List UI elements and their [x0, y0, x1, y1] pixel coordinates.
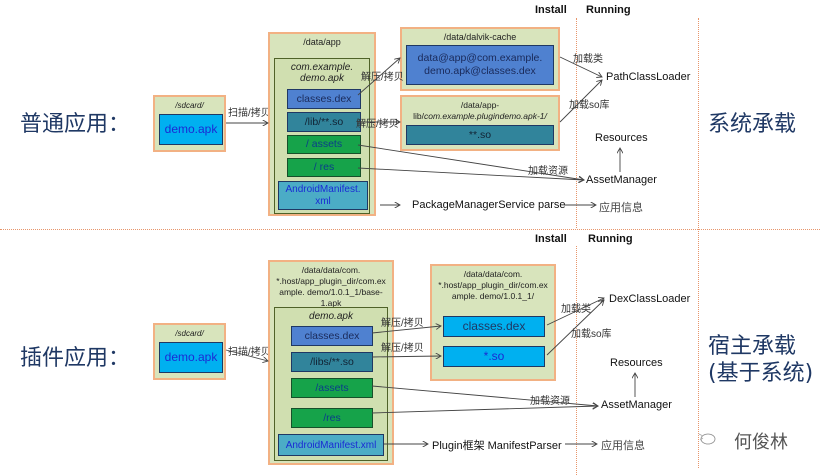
lib-so[interactable]: /lib/**.so [287, 112, 361, 132]
app-info-node[interactable]: 应用信息 [599, 202, 643, 214]
extract-dir-box: /data/data/com. *.host/app_plugin_dir/co… [430, 264, 556, 381]
load-class-label: 加载类 [573, 54, 603, 65]
plugin-arrow-assets-to-am [371, 385, 598, 406]
package-manager-parse[interactable]: PackageManagerService parse [412, 199, 566, 211]
arrow-applib-to-loader [559, 80, 602, 123]
plugin-res-folder[interactable]: /res [291, 408, 373, 428]
load-so-label: 加载so库 [569, 100, 610, 111]
wechat-icon [697, 430, 717, 446]
plugin-apk-caption: demo.apk [309, 311, 353, 322]
app-lib-so[interactable]: **.so [406, 125, 554, 145]
plugin-unzip-copy-label-2: 解压/拷贝 [381, 343, 424, 354]
dalvik-cache-box: /data/dalvik-cache data@app@com.example.… [400, 27, 560, 91]
assets-folder[interactable]: / assets [287, 135, 361, 154]
extract-dir-caption: /data/data/com. *.host/app_plugin_dir/co… [438, 269, 548, 301]
plugin-classes-dex[interactable]: classes.dex [291, 326, 373, 346]
plugin-sdcard-caption: /sdcard/ [175, 329, 204, 338]
classes-dex[interactable]: classes.dex [287, 89, 361, 109]
plugin-arrow-scan-copy [225, 349, 268, 361]
apk-container: com.example. demo.apk classes.dex /lib/*… [274, 58, 370, 214]
android-manifest[interactable]: AndroidManifest. xml [278, 181, 368, 210]
system-column-divider [698, 18, 699, 468]
arrow-res-to-am [357, 167, 584, 180]
arrow-assets-to-am [357, 144, 584, 180]
plugin-resources-node[interactable]: Resources [610, 357, 663, 369]
extracted-classes-dex[interactable]: classes.dex [443, 316, 545, 337]
sdcard-demo-apk[interactable]: demo.apk [159, 114, 223, 145]
dex-class-loader[interactable]: DexClassLoader [609, 293, 691, 305]
plugin-dir-caption: /data/data/com. *.host/app_plugin_dir/co… [276, 265, 386, 308]
running-header: Running [586, 4, 631, 16]
section-divider [0, 229, 820, 230]
scan-copy-label: 扫描/拷贝 [228, 108, 271, 119]
extracted-so[interactable]: *.so [443, 346, 545, 367]
plugin-asset-manager-node[interactable]: AssetManager [601, 399, 672, 411]
plugin-load-so-label: 加载so库 [571, 329, 612, 340]
plugin-scan-copy-label: 扫描/拷贝 [228, 347, 271, 358]
plugin-libs-so[interactable]: /libs/**.so [291, 352, 373, 372]
plugin-android-manifest[interactable]: AndroidManifest.xml [278, 434, 384, 456]
plugin-sdcard-demo-apk[interactable]: demo.apk [159, 342, 223, 373]
plugin-manifest-parser[interactable]: Plugin框架 ManifestParser [432, 440, 562, 452]
app-lib-caption-prefix: lib/ [413, 111, 425, 121]
data-app-box: /data/app com.example. demo.apk classes.… [268, 32, 376, 216]
normal-app-title: 普通应用： [20, 112, 131, 137]
running-header-bottom: Running [588, 233, 633, 245]
sdcard-box: /sdcard/ demo.apk [153, 95, 226, 152]
install-header: Install [535, 4, 567, 16]
install-header-bottom: Install [535, 233, 567, 245]
host-hosted-subtitle: (基于系统) [708, 361, 814, 386]
plugin-arrow-dex [371, 326, 441, 334]
plugin-arrow-so-to-loader [546, 300, 604, 356]
plugin-app-info-node[interactable]: 应用信息 [601, 440, 645, 452]
plugin-arrow-so [371, 356, 441, 357]
author-watermark: 何俊林 [734, 432, 788, 452]
resources-node[interactable]: Resources [595, 132, 648, 144]
dalvik-cache-caption: /data/dalvik-cache [443, 32, 517, 42]
install-running-divider-top [576, 18, 577, 228]
plugin-app-title: 插件应用： [20, 346, 131, 371]
install-running-divider-bottom [576, 246, 577, 475]
unzip-copy-label-1: 解压/拷贝 [361, 72, 404, 83]
apk-caption: com.example. demo.apk [290, 62, 354, 84]
plugin-load-class-label: 加载类 [561, 304, 591, 315]
plugin-arrow-dex-to-loader [546, 298, 604, 326]
arrow-dalvik-to-loader [559, 56, 602, 77]
unzip-copy-label-2: 解压/拷贝 [356, 119, 399, 130]
path-class-loader[interactable]: PathClassLoader [606, 71, 691, 83]
plugin-assets-folder[interactable]: /assets [291, 378, 373, 398]
app-lib-caption-italic: com.example.plugindemo.apk-1/ [424, 111, 547, 121]
system-hosted-title: 系统承载 [708, 112, 797, 137]
app-lib-caption-line1: /data/app- [460, 100, 500, 110]
asset-manager-node[interactable]: AssetManager [586, 174, 657, 186]
data-app-caption: /data/app [303, 37, 341, 47]
plugin-apk-container: demo.apk classes.dex /libs/**.so /assets… [274, 307, 388, 461]
sdcard-caption: /sdcard/ [175, 101, 204, 110]
host-hosted-title: 宿主承载 [708, 334, 797, 359]
plugin-sdcard-box: /sdcard/ demo.apk [153, 323, 226, 380]
plugin-unzip-copy-label-1: 解压/拷贝 [381, 318, 424, 329]
res-folder[interactable]: / res [287, 158, 361, 177]
app-lib-box: /data/app- lib/com.example.plugindemo.ap… [400, 95, 560, 151]
plugin-dir-box: /data/data/com. *.host/app_plugin_dir/co… [268, 260, 394, 465]
plugin-arrow-res-to-am [371, 406, 598, 414]
app-lib-caption: /data/app- lib/com.example.plugindemo.ap… [402, 100, 558, 122]
odex-file[interactable]: data@app@com.example. demo.apk@classes.d… [406, 45, 554, 85]
arrow-dex-to-dalvik [357, 58, 400, 96]
load-resource-label: 加载资源 [528, 166, 568, 177]
